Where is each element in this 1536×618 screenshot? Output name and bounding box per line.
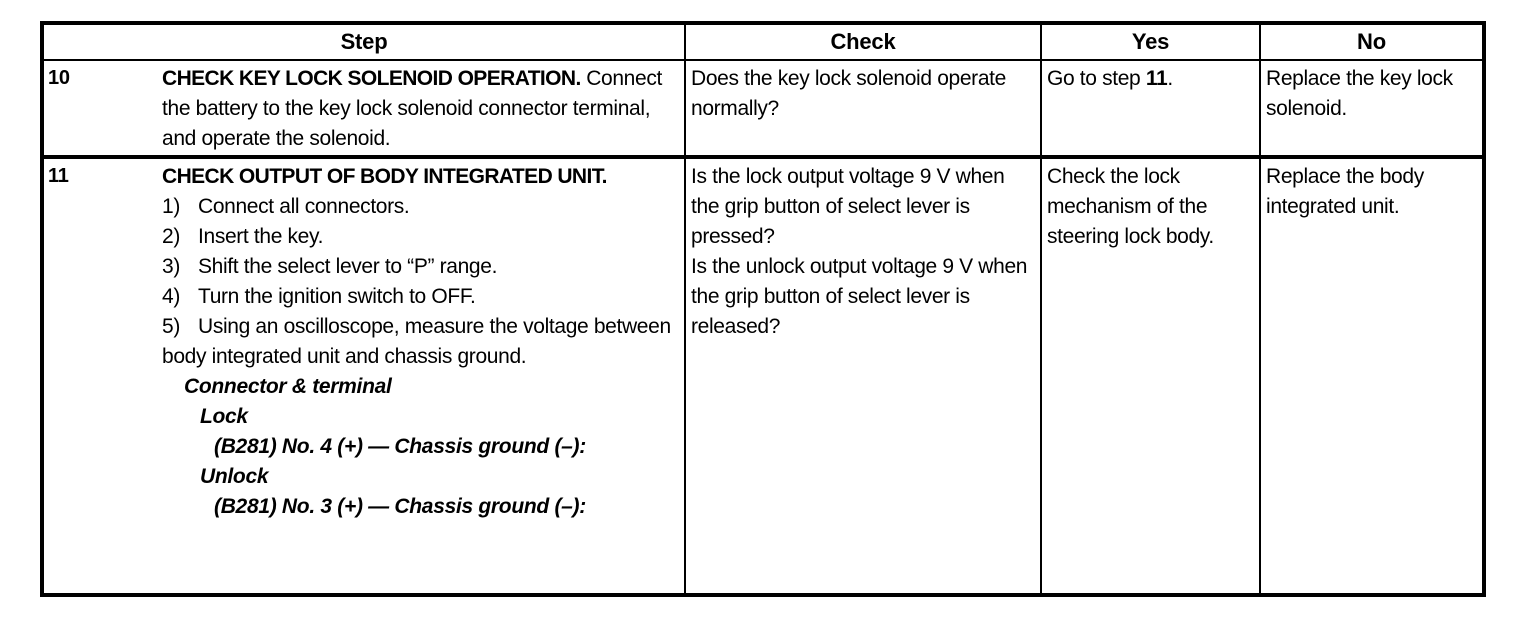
procedure-number: 2) — [162, 225, 180, 248]
yes-cell-10: Go to step 11. — [1040, 59, 1261, 158]
list-item: 1) Connect all connectors. — [162, 192, 678, 222]
procedure-number: 4) — [162, 285, 180, 308]
table-row: 10 CHECK KEY LOCK SOLENOID OPERATION. Co… — [41, 59, 1485, 158]
yes-text: Check the lock mechanism of the steering… — [1047, 165, 1214, 248]
step-cell-10: 10 CHECK KEY LOCK SOLENOID OPERATION. Co… — [41, 59, 686, 158]
connector-group-name-unlock: Unlock — [200, 465, 269, 488]
connector-heading: Connector & terminal — [184, 375, 392, 398]
table-header: Step Check Yes No — [41, 22, 1485, 61]
no-text: Replace the body integrated unit. — [1266, 165, 1424, 218]
step-number: 10 — [48, 67, 70, 89]
no-text: Replace the key lock solenoid. — [1266, 67, 1453, 120]
procedure-text: Using an oscilloscope, measure the volta… — [162, 315, 671, 368]
list-item: 5)Using an oscilloscope, measure the vol… — [162, 312, 678, 372]
procedure-number: 1) — [162, 195, 180, 218]
yes-text-suffix: . — [1167, 67, 1173, 90]
procedure-text: Shift the select lever to “P” range. — [198, 255, 498, 278]
connector-terminal-unlock: (B281) No. 3 (+) — Chassis ground (–): — [214, 495, 586, 518]
procedure-text: Insert the key. — [198, 225, 324, 248]
step-title: CHECK KEY LOCK SOLENOID OPERATION. — [162, 67, 581, 90]
procedure-list: 1) Connect all connectors. 2) Insert the k… — [162, 192, 678, 372]
check-cell-11: Is the lock output voltage 9 V when the … — [684, 155, 1042, 596]
diagnostic-procedure-table: Step Check Yes No 10 CHECK KEY LOCK SOLE… — [40, 21, 1486, 597]
connector-terminal-lock: (B281) No. 4 (+) — Chassis ground (–): — [214, 435, 586, 458]
step-cell-11: 11 CHECK OUTPUT OF BODY INTEGRATED UNIT.… — [41, 155, 686, 596]
check-text-line-1: Is the lock output voltage 9 V when the … — [691, 165, 1005, 248]
procedure-text: Connect all connectors. — [198, 195, 410, 218]
no-cell-10: Replace the key lock solenoid. — [1259, 59, 1485, 158]
table-body: 10 CHECK KEY LOCK SOLENOID OPERATION. Co… — [41, 59, 1485, 596]
procedure-text: Turn the ignition switch to OFF. — [198, 285, 476, 308]
column-header-check: Check — [684, 22, 1042, 61]
connector-group-name-lock: Lock — [200, 405, 248, 428]
column-header-yes: Yes — [1040, 22, 1261, 61]
yes-cell-11: Check the lock mechanism of the steering… — [1040, 155, 1261, 596]
yes-text: Go to step 11. — [1047, 64, 1254, 94]
header-row: Step Check Yes No — [41, 22, 1485, 61]
column-header-no: No — [1259, 22, 1485, 61]
list-item: 2) Insert the key. — [162, 222, 678, 252]
yes-step-reference: 11 — [1145, 67, 1168, 90]
check-text-line-2: Is the unlock output voltage 9 V when th… — [691, 255, 1028, 338]
procedure-number: 5) — [162, 315, 180, 338]
step-title: CHECK OUTPUT OF BODY INTEGRATED UNIT. — [162, 165, 607, 188]
list-item: 4) Turn the ignition switch to OFF. — [162, 282, 678, 312]
check-cell-10: Does the key lock solenoid operate norma… — [684, 59, 1042, 158]
step-description: Connect the battery to the key lock sole… — [162, 67, 662, 150]
procedure-number: 3) — [162, 255, 180, 278]
connector-terminal-block: Connector & terminal Lock (B281) No. 4 (… — [162, 372, 678, 522]
yes-text-prefix: Go to step — [1047, 67, 1146, 90]
list-item: 3) Shift the select lever to “P” range. — [162, 252, 678, 282]
check-text: Does the key lock solenoid operate norma… — [691, 67, 1006, 120]
column-header-step: Step — [41, 22, 686, 61]
table-row: 11 CHECK OUTPUT OF BODY INTEGRATED UNIT.… — [41, 155, 1485, 596]
step-number: 11 — [48, 165, 69, 187]
no-cell-11: Replace the body integrated unit. — [1259, 155, 1485, 596]
